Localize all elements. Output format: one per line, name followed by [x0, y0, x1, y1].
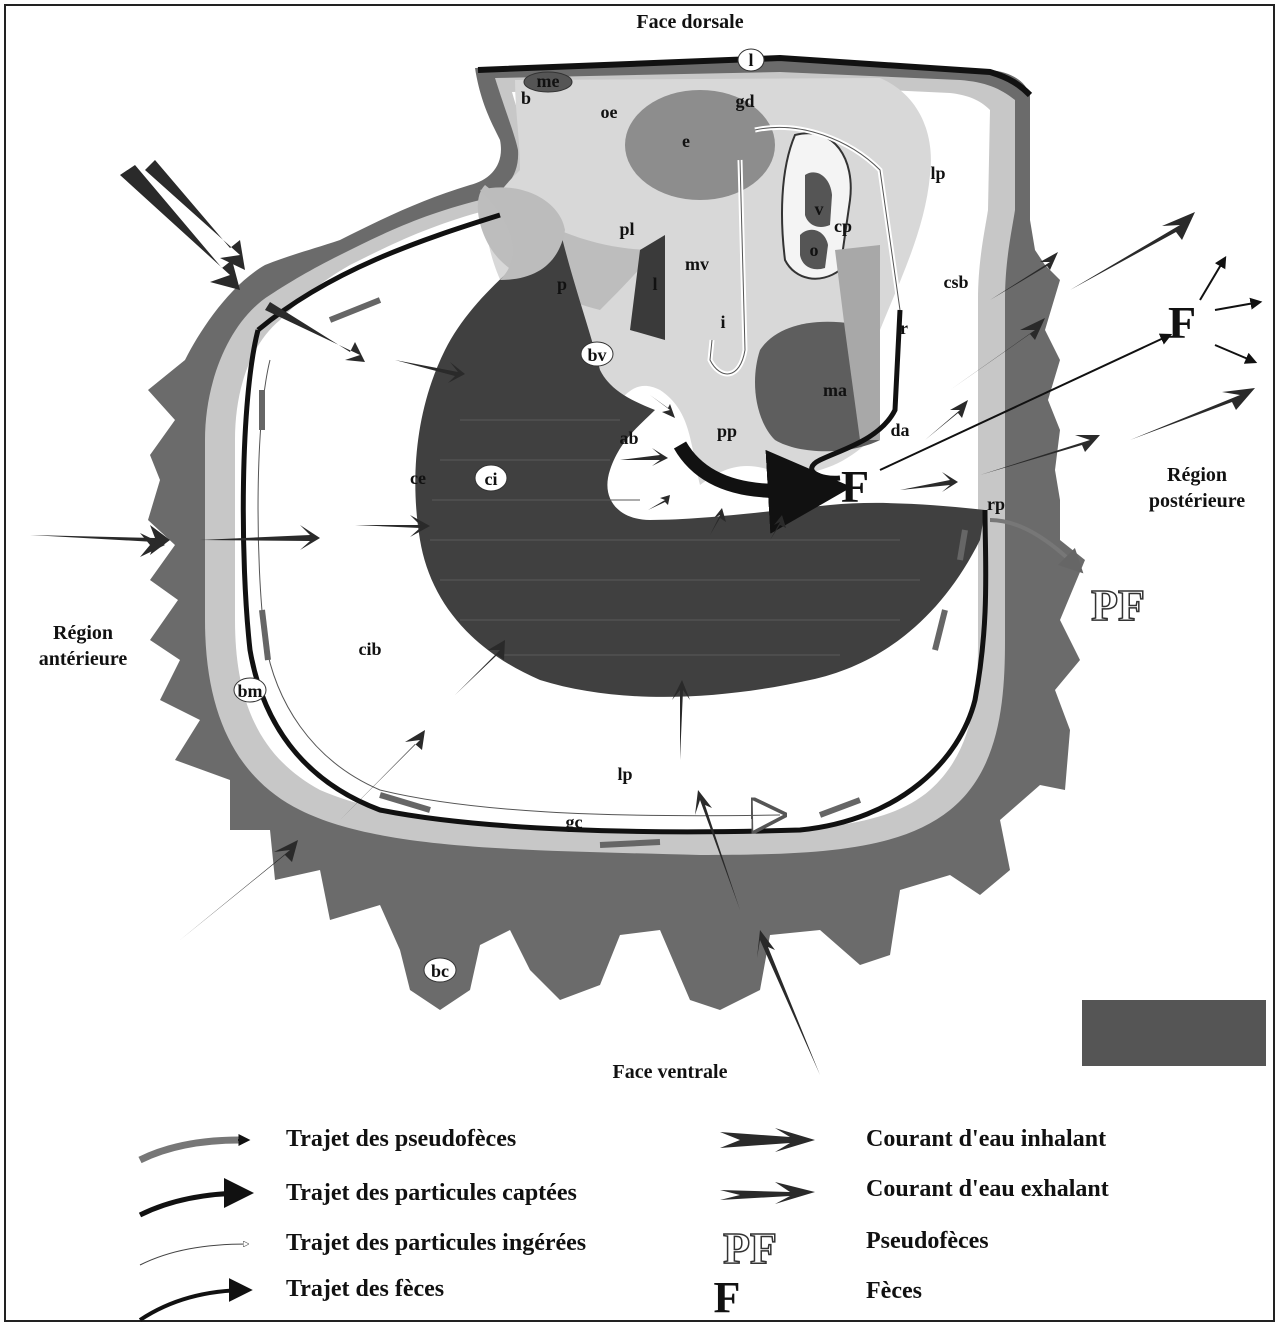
label-cp: cp [834, 216, 852, 236]
label-ce: ce [410, 468, 426, 488]
face-ventrale-label: Face ventrale [613, 1061, 728, 1083]
label-csb: csb [943, 272, 968, 292]
legend-exhalant: Courant d'eau exhalant [866, 1176, 1109, 1203]
label-pp: pp [717, 421, 737, 441]
label-da: da [890, 420, 909, 440]
scale-bar [1082, 1000, 1266, 1066]
label-gd: gd [735, 91, 754, 111]
label-e: e [682, 131, 690, 151]
feces-symbol-mid: F [841, 461, 869, 512]
label-ab: ab [619, 428, 638, 448]
label-l-top: l [748, 50, 753, 70]
label-bv: bv [587, 345, 606, 365]
label-b: b [521, 88, 531, 108]
legend-ingested-path: Trajet des particules ingérées [286, 1230, 586, 1257]
feces-symbol-right: F [1168, 297, 1196, 348]
label-l-mid: l [652, 274, 657, 294]
label-ci: ci [485, 469, 498, 489]
legend-f-symbol: F [714, 1273, 741, 1322]
legend-pseudofeces-path: Trajet des pseudofèces [286, 1126, 516, 1153]
region-anterieure: Région antérieure [28, 620, 138, 672]
legend-feces-path: Trajet des fèces [286, 1276, 444, 1303]
legend-pf-symbol: PF [723, 1224, 777, 1273]
label-rp: rp [987, 494, 1005, 514]
label-me: me [537, 71, 560, 91]
legend-feces: Fèces [866, 1278, 922, 1305]
legend-inhalant: Courant d'eau inhalant [866, 1126, 1106, 1153]
pseudofeces-symbol: PF [1091, 581, 1145, 630]
label-v: v [815, 199, 824, 219]
legend-captured-path: Trajet des particules captées [286, 1180, 577, 1207]
label-lp-bottom: lp [617, 764, 632, 784]
label-p: p [557, 274, 567, 294]
label-mv: mv [685, 254, 709, 274]
legend-pseudofeces: Pseudofèces [866, 1228, 989, 1255]
label-i: i [720, 312, 725, 332]
region-posterieure: Région postérieure [1132, 462, 1262, 514]
label-lp-top: lp [930, 163, 945, 183]
label-ma: ma [823, 380, 847, 400]
face-dorsale-label: Face dorsale [636, 11, 743, 33]
label-cib: cib [358, 639, 381, 659]
label-gc: gc [566, 812, 583, 832]
label-oe: oe [601, 102, 618, 122]
label-r: r [900, 318, 908, 338]
label-pl: pl [619, 219, 634, 239]
label-bm: bm [237, 681, 262, 701]
label-bc: bc [431, 961, 449, 981]
label-o: o [810, 240, 819, 260]
